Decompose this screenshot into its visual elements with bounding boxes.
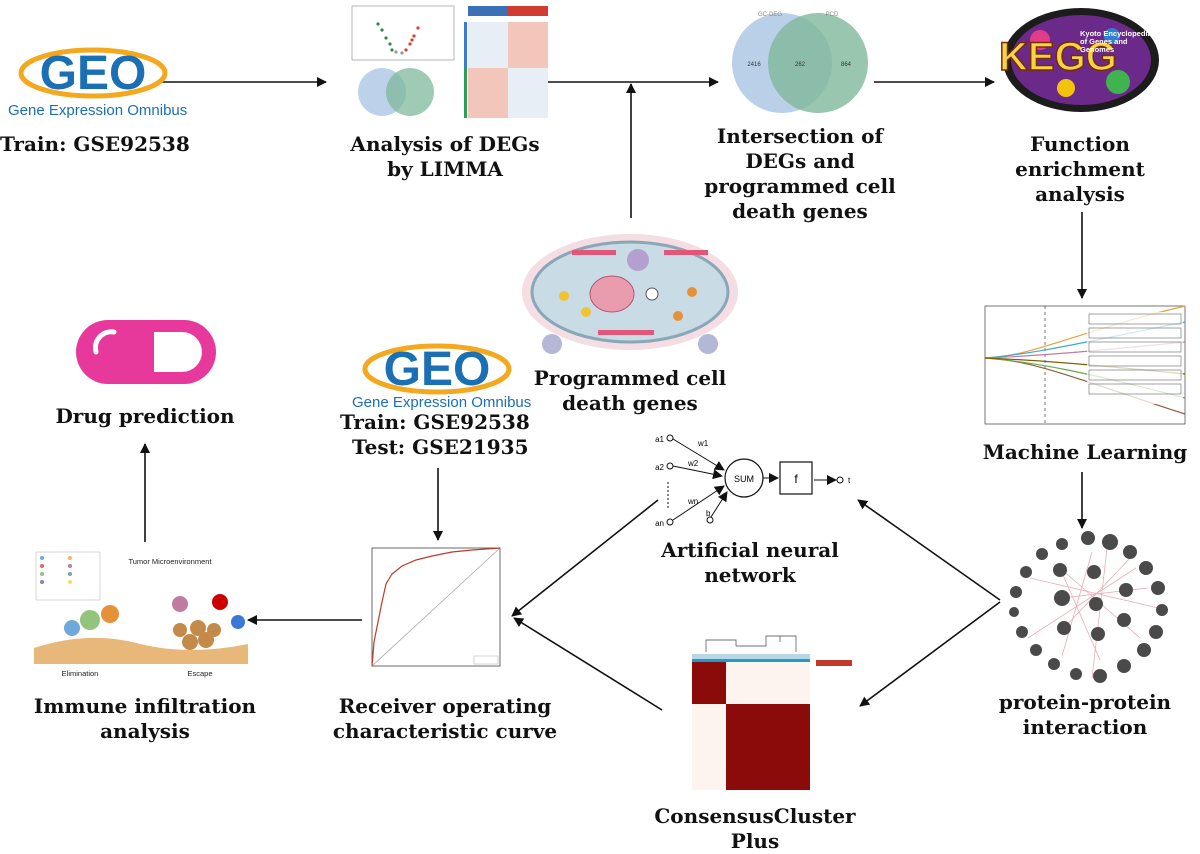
venn-right-count: 864 — [841, 62, 852, 68]
label-line: Analysis of DEGs — [350, 132, 540, 156]
immune-label-escape: Escape — [187, 669, 212, 678]
label-drug-prediction: Drug prediction — [40, 404, 250, 429]
immune-label-elimination: Elimination — [62, 669, 99, 678]
venn-left-set-name: GC-DEG — [758, 12, 782, 18]
pill-icon — [74, 318, 218, 386]
label-enrichment: Function enrichment analysis — [970, 132, 1190, 207]
ppi-network — [1000, 528, 1175, 686]
kegg-logo: KEGG Kyoto Encyclopedia of Genes and Gen… — [998, 4, 1162, 116]
label-line: death genes — [732, 199, 868, 223]
venn-diagram: GC-DEG PCD 2416 262 864 — [720, 2, 880, 118]
ann-sum-node: SUM — [734, 474, 754, 484]
label-line: Machine Learning — [982, 440, 1188, 464]
label-line: network — [704, 563, 796, 587]
label-line: enrichment — [1015, 157, 1145, 181]
label-line: Intersection of — [716, 124, 884, 148]
immune-illustration: Tumor Microenvironment Elimination Escap… — [30, 548, 252, 684]
pcd-cell-illustration — [512, 222, 752, 362]
geo-logo: GEO Gene Expression Omnibus — [8, 42, 188, 122]
kegg-logo-subtitle: Kyoto Encyclopedia of Genes and Genomes — [1080, 30, 1152, 54]
ann-input-a1: a1 — [655, 435, 664, 444]
arrow-ppi-to-consensus — [859, 601, 1001, 707]
label-immune: Immune infiltration analysis — [20, 694, 270, 744]
geo-logo-text: GEO — [40, 47, 147, 100]
label-line: Immune infiltration — [33, 694, 257, 718]
arrow-consensus-to-roc — [513, 617, 663, 711]
geo-logo-subtitle: Gene Expression Omnibus — [8, 102, 188, 119]
label-train-geo: Train: GSE92538 — [0, 132, 200, 157]
ann-weight-w2: w2 — [687, 459, 699, 468]
venn-left-count: 2416 — [747, 62, 761, 68]
label-line: characteristic curve — [332, 719, 558, 743]
label-line: Train: GSE92538 — [0, 132, 190, 156]
geo-logo-subtitle: Gene Expression Omnibus — [352, 394, 532, 411]
label-line: death genes — [562, 391, 698, 415]
ann-bias: b — [706, 509, 711, 518]
label-line: Test: GSE21935 — [352, 435, 529, 459]
lasso-plot — [975, 302, 1195, 438]
ann-diagram: a1 a2 an w1 w2 wn b SUM f t — [650, 430, 865, 530]
label-ann: Artificial neural network — [650, 538, 850, 588]
label-line: Artificial neural — [661, 538, 839, 562]
geo-logo-graphic: GEO — [362, 343, 512, 396]
label-line: ConsensusCluster — [654, 804, 856, 828]
label-line: Receiver operating — [338, 694, 552, 718]
label-line: analysis — [100, 719, 190, 743]
geo-logo-2: GEO Gene Expression Omnibus — [352, 338, 532, 418]
limma-figure — [351, 5, 548, 118]
label-consensus: ConsensusCluster Plus — [630, 804, 880, 854]
label-line: interaction — [1022, 715, 1148, 739]
arrow-ann-to-roc — [511, 499, 659, 617]
geo-logo-graphic: GEO — [18, 47, 168, 100]
label-intersection: Intersection of DEGs and programmed cell… — [690, 124, 910, 224]
label-line: Drug prediction — [55, 404, 235, 428]
label-line: Plus — [730, 829, 780, 853]
ann-output: t — [848, 476, 851, 485]
volcano-points — [376, 22, 420, 55]
kegg-logo-text: KEGG — [1000, 35, 1117, 79]
label-machine-learning: Machine Learning — [965, 440, 1200, 465]
label-line: Function — [1030, 132, 1130, 156]
consensus-heatmap — [676, 632, 856, 792]
arrow-ppi-to-ann — [857, 499, 1001, 601]
label-ppi: protein-protein interaction — [980, 690, 1190, 740]
label-pcd-genes: Programmed cell death genes — [520, 366, 740, 416]
ann-weight-wn: wn — [687, 497, 698, 506]
label-line: Programmed cell — [533, 366, 727, 390]
immune-panel-title: Tumor Microenvironment — [128, 557, 212, 566]
limma-panel — [340, 0, 555, 122]
ann-weight-w1: w1 — [697, 439, 709, 448]
venn-right-set-name: PCD — [826, 12, 839, 18]
label-line: DEGs and — [745, 149, 855, 173]
label-line: programmed cell — [704, 174, 896, 198]
label-limma: Analysis of DEGs by LIMMA — [320, 132, 570, 182]
ann-input-a2: a2 — [655, 463, 664, 472]
ann-function-box: f — [794, 472, 798, 486]
label-roc: Receiver operating characteristic curve — [320, 694, 570, 744]
ann-input-an: an — [655, 519, 664, 528]
label-line: by LIMMA — [387, 157, 503, 181]
venn-both-count: 262 — [795, 62, 806, 68]
roc-curve — [362, 542, 512, 684]
label-train-test-geo: Train: GSE92538 Test: GSE21935 — [340, 410, 540, 460]
label-line: Train: GSE92538 — [340, 410, 530, 434]
label-line: analysis — [1035, 182, 1125, 206]
geo-logo-text: GEO — [384, 343, 491, 396]
label-line: protein-protein — [998, 690, 1172, 714]
